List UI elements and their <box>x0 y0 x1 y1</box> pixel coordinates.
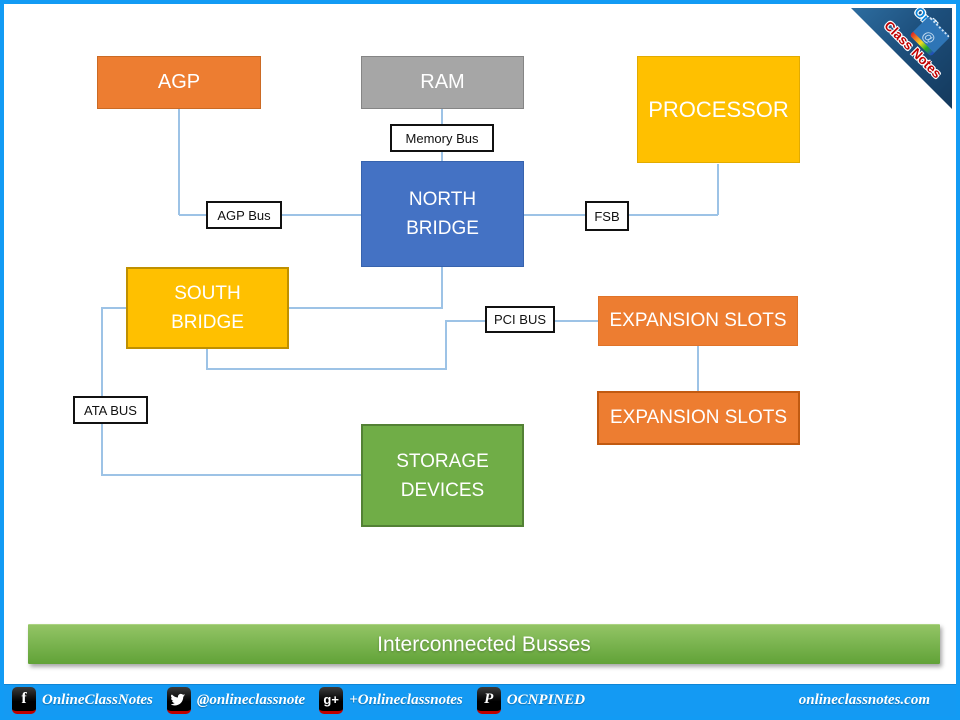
footer-facebook-handle: OnlineClassNotes <box>42 692 153 708</box>
node-south-bridge: SOUTH BRIDGE <box>126 267 289 349</box>
footer-googleplus: g+ +Onlineclassnotes <box>319 687 463 714</box>
footer-pinterest-handle: OCNPINED <box>506 692 586 708</box>
node-expansion-slots-1: EXPANSION SLOTS <box>598 296 798 346</box>
connector-ata-vertical <box>101 307 103 475</box>
footer-pinterest: P OCNPINED <box>476 687 586 714</box>
googleplus-icon: g+ <box>319 687 344 714</box>
bus-label-pci-bus: PCI BUS <box>485 306 555 333</box>
bus-label-memory-bus: Memory Bus <box>390 124 494 152</box>
bus-label-fsb: FSB <box>585 201 629 231</box>
connector-expansion-slots <box>697 346 699 391</box>
connector-north-south <box>289 307 443 309</box>
footer-twitter: @onlineclassnote <box>166 687 306 714</box>
node-processor: PROCESSOR <box>637 56 800 163</box>
connector-southbridge-left <box>102 307 128 309</box>
facebook-icon: f <box>12 687 36 714</box>
bus-label-ata-bus: ATA BUS <box>73 396 148 424</box>
connector-agp-down <box>178 109 180 215</box>
pinterest-icon: P <box>476 687 501 714</box>
connector-ata-horizontal <box>101 474 361 476</box>
footer-website-url: onlineclassnotes.com <box>798 692 930 708</box>
footer-facebook: f OnlineClassNotes <box>12 687 153 714</box>
connector-northbridge-down <box>441 267 443 309</box>
node-north-bridge: NORTH BRIDGE <box>361 161 524 267</box>
bus-label-agp-bus: AGP Bus <box>206 201 282 229</box>
node-expansion-slots-2: EXPANSION SLOTS <box>597 391 800 445</box>
connector-southbridge-down <box>206 349 208 370</box>
connector-pci-lower <box>206 368 447 370</box>
footer-googleplus-handle: +Onlineclassnotes <box>349 692 463 708</box>
connector-pci-vertical <box>445 320 447 370</box>
node-agp: AGP <box>97 56 261 109</box>
footer-bar: f OnlineClassNotes @onlineclassnote g+ +… <box>4 684 956 716</box>
footer-twitter-handle: @onlineclassnote <box>196 692 306 708</box>
node-storage-devices: STORAGE DEVICES <box>361 424 524 527</box>
connector-processor-down <box>717 164 719 215</box>
interconnected-busses-bar: Interconnected Busses <box>28 624 940 664</box>
corner-ribbon: Online @ Class Notes <box>851 8 952 109</box>
twitter-icon <box>166 687 191 714</box>
node-ram: RAM <box>361 56 524 109</box>
